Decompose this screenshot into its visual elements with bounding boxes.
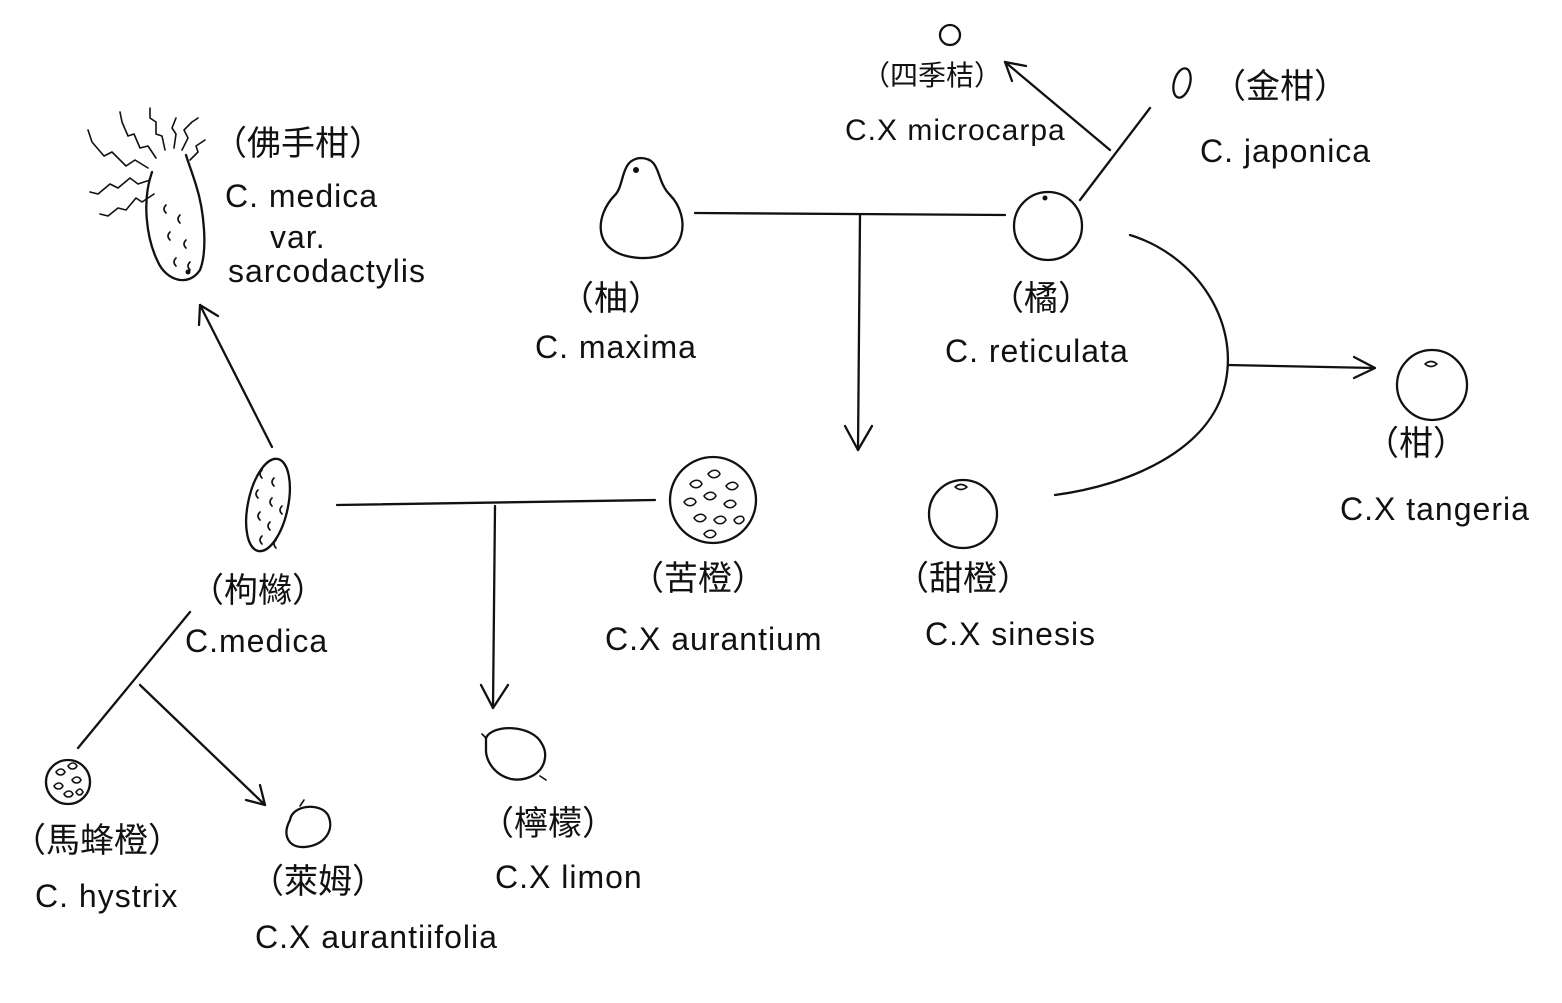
- arrowhead-bitter-orange: [843, 424, 874, 452]
- kaffir-lime-latin-label: C. hystrix: [35, 878, 178, 914]
- citron-latin-label: C.medica: [185, 623, 328, 659]
- lime-latin-label: C.X aurantiifolia: [255, 919, 498, 955]
- buddhas-hand-latin-line2: var.: [270, 219, 326, 255]
- bitter-orange-fruit: [668, 455, 758, 545]
- calamansi-cn-label: （四季桔）: [862, 59, 1002, 92]
- mandarin-cn-label: （橘）: [990, 279, 1092, 319]
- arrowhead-tangerine: [1352, 355, 1377, 380]
- pomelo-cn-label: （柚）: [560, 279, 662, 319]
- edge-to-calamansi: [1003, 60, 1112, 152]
- edge-citron-to-lime: [138, 683, 267, 807]
- lime-fruit: [285, 799, 332, 849]
- citron-fruit: [244, 457, 292, 553]
- arrowhead-lime: [244, 783, 267, 807]
- calamansi-fruit: [938, 23, 962, 47]
- lime-cn-label: （萊姆）: [250, 862, 386, 902]
- lemon-fruit: [481, 727, 547, 781]
- connectors: [76, 60, 1377, 807]
- buddhas-hand-fruit: [87, 107, 206, 282]
- bitter-orange-cn-label: （苦橙）: [630, 559, 766, 599]
- kumquat-latin-label: C. japonica: [1200, 133, 1371, 169]
- buddhas-hand-latin-line3: sarcodactylis: [228, 253, 426, 289]
- tangerine-latin-label: C.X tangeria: [1340, 491, 1530, 527]
- citron-cn-label: （枸櫞）: [190, 571, 326, 611]
- edge-mandarin-sweet-orange-curve: [1053, 233, 1230, 497]
- edge-cross-to-bitter-orange: [856, 213, 862, 452]
- arrowhead-calamansi: [1003, 60, 1028, 83]
- mandarin-latin-label: C. reticulata: [945, 333, 1129, 369]
- kumquat-cn-label: （金柑）: [1212, 67, 1348, 107]
- edge-citron-to-buddhas-hand: [198, 303, 274, 449]
- edge-citron-to-kaffir-lime: [76, 610, 192, 750]
- bitter-orange-latin-label: C.X aurantium: [605, 621, 823, 657]
- sweet-orange-latin-label: C.X sinesis: [925, 616, 1096, 652]
- calamansi-latin-label: C.X microcarpa: [845, 114, 1066, 147]
- edge-pomelo-mandarin-cross: [693, 211, 1007, 217]
- kumquat-fruit: [1172, 67, 1192, 99]
- labels: （佛手柑） C. medica var. sarcodactylis （柚） C…: [12, 59, 1530, 955]
- sweet-orange-cn-label: （甜橙）: [895, 559, 1031, 599]
- buddhas-hand-latin-line1: C. medica: [225, 178, 378, 214]
- edge-citron-bitter-orange-cross: [335, 498, 657, 507]
- kaffir-lime-cn-label: （馬蜂橙）: [12, 821, 182, 861]
- tangerine-cn-label: （柑）: [1365, 424, 1467, 464]
- arrowhead-lemon: [479, 683, 510, 710]
- sweet-orange-fruit: [927, 478, 999, 550]
- pomelo-latin-label: C. maxima: [535, 329, 697, 365]
- buddhas-hand-cn-label: （佛手柑）: [213, 124, 383, 164]
- pomelo-fruit: [599, 156, 684, 260]
- lemon-latin-label: C.X limon: [495, 859, 643, 895]
- arrowhead-buddhas-hand: [197, 303, 220, 327]
- edge-to-tangerine: [1226, 363, 1377, 370]
- lemon-cn-label: （檸檬）: [480, 804, 616, 844]
- edge-cross-to-lemon: [491, 504, 497, 710]
- mandarin-fruit: [1012, 190, 1084, 262]
- kaffir-lime-fruit: [44, 758, 92, 806]
- tangerine-fruit: [1395, 348, 1469, 422]
- edge-mandarin-to-kumquat: [1078, 106, 1152, 202]
